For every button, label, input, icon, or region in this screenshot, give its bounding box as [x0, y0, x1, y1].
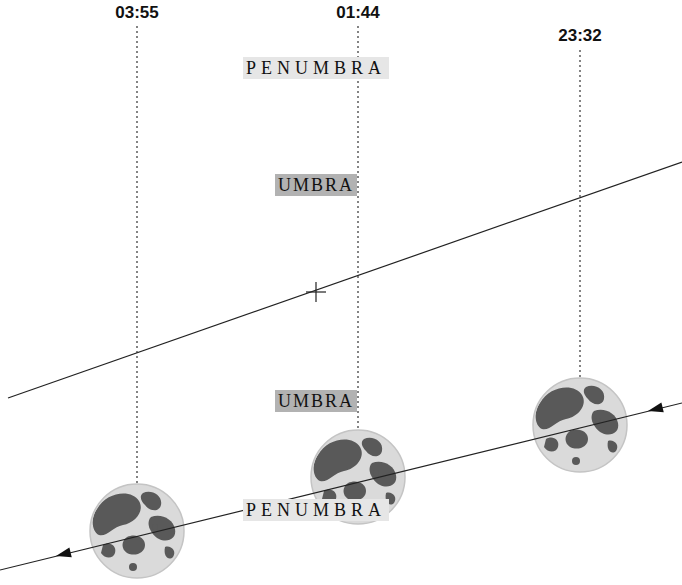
region-name: PENUMBRA — [243, 499, 389, 521]
time-leader — [357, 26, 358, 430]
center-cross — [315, 282, 316, 302]
region-name: UMBRA — [275, 174, 357, 196]
arrow-head — [647, 403, 664, 416]
time-leader — [136, 26, 137, 486]
time-label: 03:55 — [113, 3, 160, 23]
time-label: 01:44 — [334, 3, 381, 23]
moon — [90, 484, 184, 578]
ecliptic-line — [8, 162, 682, 398]
arrow-head — [55, 548, 72, 561]
shadow-disc — [67, 43, 565, 541]
time-label: 23:32 — [556, 26, 603, 46]
penumbra-region: PENUMBRA PENUMBRA UMBRA UMBRA — [67, 43, 565, 541]
moon-path — [0, 403, 682, 570]
moon — [533, 378, 627, 472]
umbra-region: UMBRA UMBRA — [176, 152, 456, 432]
time-leader — [579, 50, 580, 378]
region-name: PENUMBRA — [243, 57, 389, 79]
region-name: UMBRA — [275, 390, 357, 412]
